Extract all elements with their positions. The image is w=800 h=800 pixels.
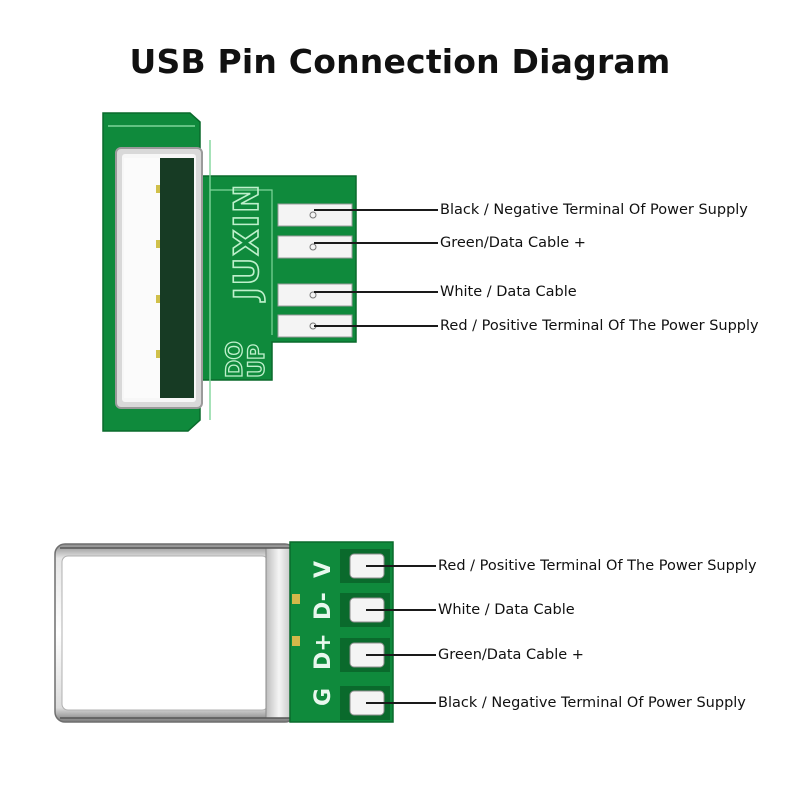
- usb-a-label-2: Green/Data Cable +: [440, 235, 586, 251]
- usb-c-silk-v: V: [311, 561, 336, 578]
- usb-c-leader-3: [366, 654, 436, 656]
- usb-a-label-1: Black / Negative Terminal Of Power Suppl…: [440, 202, 748, 218]
- usb-a-pads: [277, 203, 353, 338]
- usb-c-leader-4: [366, 702, 436, 704]
- usb-c-leader-2: [366, 609, 436, 611]
- usb-c-shell: [54, 543, 296, 723]
- usb-a-pad-3: [277, 283, 353, 307]
- usb-c-pads: [340, 549, 390, 720]
- usb-a-label-3: White / Data Cable: [440, 284, 577, 300]
- usb-c-silk-g: G: [311, 688, 336, 706]
- usb-c-silk-dplus: D+: [311, 633, 336, 670]
- usb-c-label-2: White / Data Cable: [438, 602, 575, 618]
- usb-a-leader-3: [314, 291, 438, 293]
- usb-a-silk-do: DO: [223, 341, 248, 378]
- usb-a-leader-4: [314, 325, 438, 327]
- usb-a-label-4: Red / Positive Terminal Of The Power Sup…: [440, 318, 759, 334]
- usb-a-silk-up: UP: [245, 344, 270, 378]
- usb-a-leader-1: [314, 209, 438, 211]
- usb-c-label-3: Green/Data Cable +: [438, 647, 584, 663]
- usb-c-label-1: Red / Positive Terminal Of The Power Sup…: [438, 558, 757, 574]
- usb-a-brand-silkscreen: JUXIN: [227, 182, 267, 302]
- usb-a-pad-1: [277, 203, 353, 227]
- usb-a-leader-2: [314, 242, 438, 244]
- diagram-title: USB Pin Connection Diagram: [129, 42, 671, 81]
- usb-c-leader-1: [366, 565, 436, 567]
- usb-c-silk-dminus: D-: [311, 592, 336, 620]
- usb-c-board: V D- D+ G: [54, 541, 394, 723]
- usb-a-pad-2: [277, 235, 353, 259]
- usb-a-board: JUXIN DO UP: [102, 112, 357, 432]
- usb-a-receptacle: [115, 147, 203, 409]
- usb-c-label-4: Black / Negative Terminal Of Power Suppl…: [438, 695, 746, 711]
